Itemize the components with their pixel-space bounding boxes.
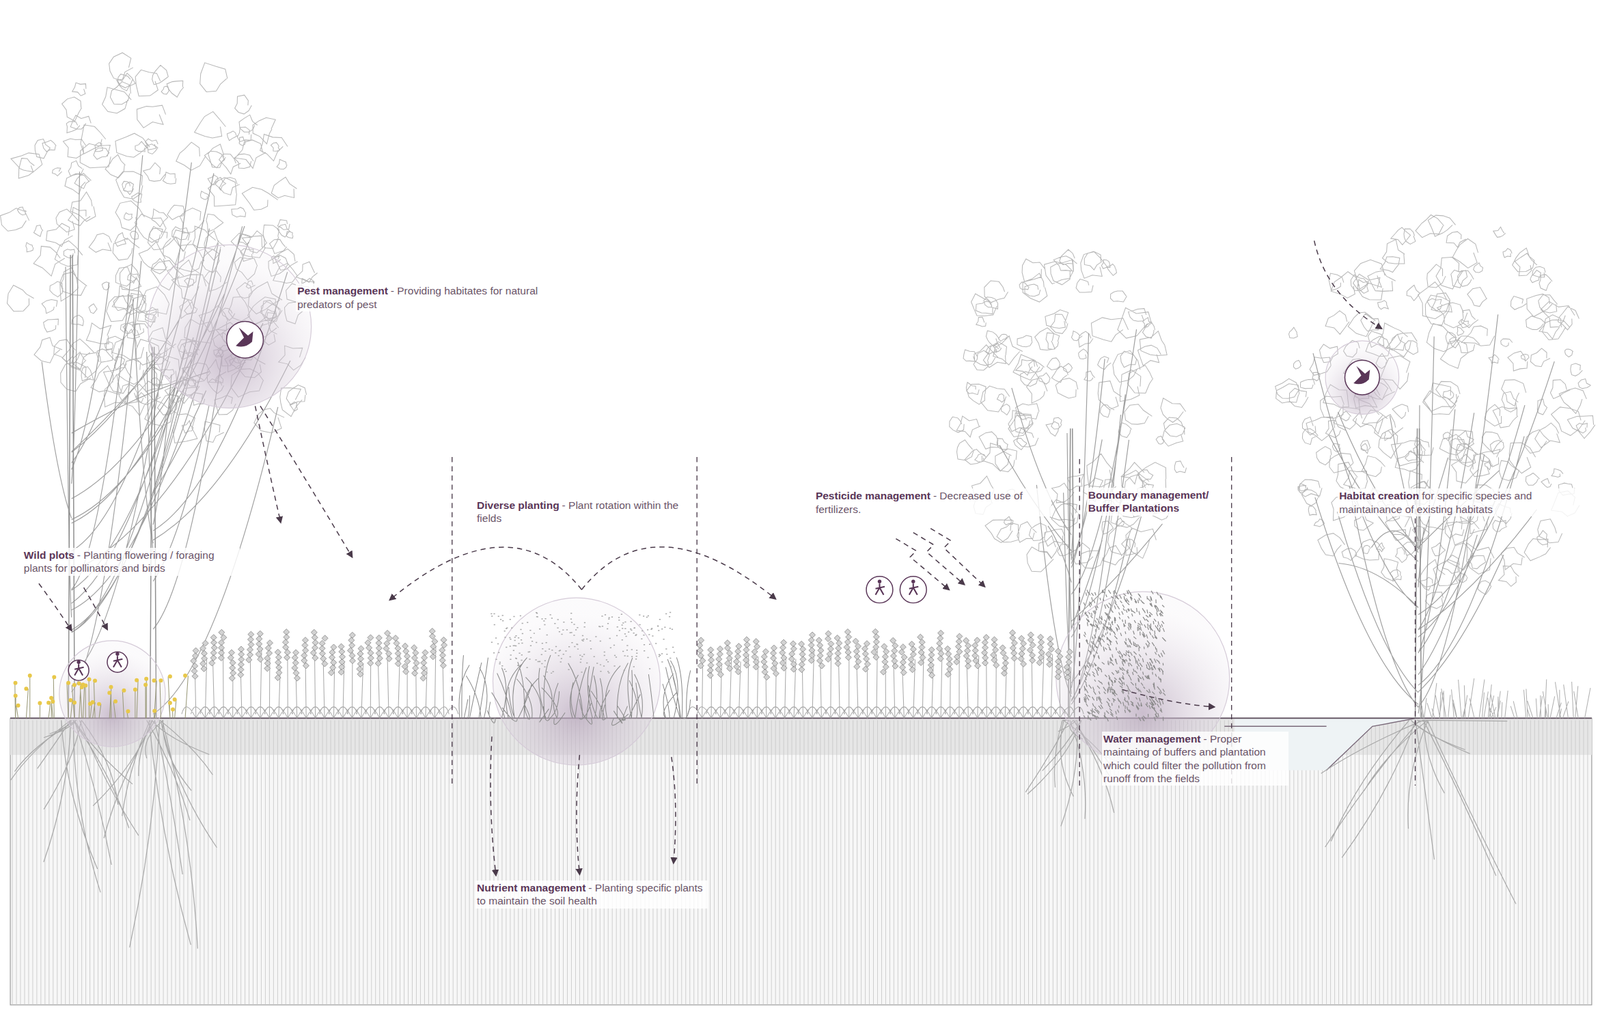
dashed-arrow xyxy=(671,756,676,863)
buffer-hedge xyxy=(1083,589,1166,722)
annotation-heading: Boundary management/ Buffer Plantations xyxy=(1088,489,1210,514)
annotation-heading: Pesticide management xyxy=(815,489,931,502)
icon-circle xyxy=(226,321,264,358)
icon-circle xyxy=(1344,360,1380,395)
annotation-heading: Diverse planting xyxy=(476,499,560,512)
annotation-heading: Nutrient management xyxy=(476,881,586,894)
zone-divider xyxy=(1079,459,1081,786)
pollinator-icon xyxy=(115,652,119,656)
tree-trunk xyxy=(68,254,75,719)
seed-speckle xyxy=(490,612,675,674)
highlight-circle xyxy=(1325,340,1400,415)
dashed-arrow xyxy=(84,587,108,630)
pollinator-icon xyxy=(113,655,123,667)
icon-circle xyxy=(866,576,893,604)
pollinator-icon xyxy=(74,664,84,675)
tree-canopy xyxy=(104,207,320,443)
dashed-arrow xyxy=(38,583,72,631)
bird-icon xyxy=(235,327,253,347)
pollinator-icon xyxy=(76,660,80,665)
dashed-arrow xyxy=(260,405,352,557)
zone-divider xyxy=(1414,500,1416,786)
dashed-arrow xyxy=(390,547,583,600)
tree-roots xyxy=(92,720,217,949)
tree-canopy xyxy=(1275,215,1596,609)
tree-canopy xyxy=(949,249,1187,572)
annotation: Water management- Proper maintaing of bu… xyxy=(1101,731,1289,787)
dashed-arrow xyxy=(490,736,496,876)
dashed-arrow xyxy=(930,528,985,587)
dashed-arrow xyxy=(581,547,776,600)
annotation: Nutrient management- Planting specific p… xyxy=(475,880,708,909)
crop-ears xyxy=(696,628,1074,681)
farmer-spraying-icon xyxy=(875,583,885,595)
highlight-circle xyxy=(148,244,312,408)
annotation: Boundary management/ Buffer Plantations xyxy=(1086,487,1218,516)
tree-roots xyxy=(1321,720,1516,904)
annotation-heading: Pest management xyxy=(297,284,389,297)
dashed-arrow xyxy=(913,532,965,585)
highlight-circle xyxy=(59,640,166,747)
dashed-arrow xyxy=(1314,240,1383,328)
farmer-spraying-icon xyxy=(911,580,915,584)
icon-circle xyxy=(899,576,927,604)
farmer-spraying-icon xyxy=(877,580,882,584)
annotation: Diverse planting- Plant rotation within … xyxy=(475,498,693,527)
dashed-arrow xyxy=(255,405,281,522)
ground-section xyxy=(10,718,1592,1005)
bird-icon xyxy=(1353,366,1370,385)
annotation-heading: Habitat creation xyxy=(1339,489,1419,502)
annotation: Habitat creationfor specific species and… xyxy=(1337,488,1581,517)
icon-circle xyxy=(107,651,128,673)
annotation: Pest management- Providing habitates for… xyxy=(295,283,574,312)
grass xyxy=(1420,678,1591,719)
annotation: Pesticide management- Decreased use of f… xyxy=(814,488,1053,517)
soil-hatching xyxy=(12,720,1588,1005)
dashed-arrow xyxy=(1122,690,1215,708)
zone-divider xyxy=(696,457,697,786)
zone-divider xyxy=(451,457,453,786)
ground-line xyxy=(10,717,1592,719)
annotation-heading: Wild plots xyxy=(23,549,75,561)
shrub-planting xyxy=(459,655,691,726)
annotation: Wild plots- Planting flowering / foragin… xyxy=(22,547,240,576)
tree-trunk xyxy=(1415,428,1422,719)
icon-circle xyxy=(68,659,89,681)
annotation-heading: Water management xyxy=(1103,733,1201,745)
dashed-arrow xyxy=(576,754,580,875)
farmer-spraying-icon xyxy=(909,583,919,595)
crop-ears xyxy=(190,628,448,682)
wildflower-heads xyxy=(13,673,188,714)
